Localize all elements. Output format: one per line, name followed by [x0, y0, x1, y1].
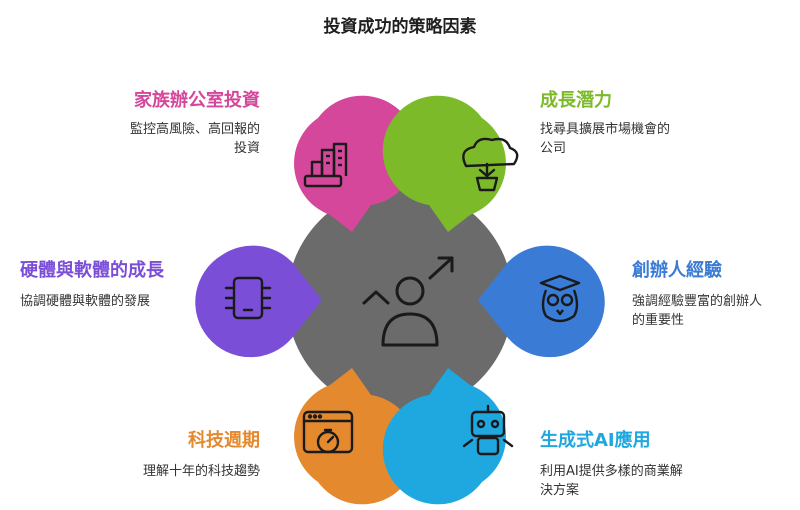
family-office-title: 家族辦公室投資 — [134, 90, 260, 111]
stopwatch-window-icon — [302, 410, 354, 454]
founder-desc-line2: 的重要性 — [632, 313, 685, 328]
page-title: 投資成功的策略因素 — [323, 17, 477, 37]
teardrop-genai — [382, 368, 514, 505]
tech-cycle-desc: 理解十年的科技趨勢 — [143, 462, 260, 481]
genai-desc: 利用AI提供多樣的商業解 決方案 — [540, 462, 683, 500]
person-growth-icon — [362, 256, 454, 347]
family-office-desc-line1: 監控高風險、高回報的 — [129, 122, 260, 137]
founder-desc-line1: 強調經驗豐富的創辦人 — [632, 294, 763, 309]
genai-desc-line1: 利用AI提供多樣的商業解 — [540, 464, 683, 479]
city-buildings-icon — [303, 142, 348, 188]
growth-desc: 找尋具擴展市場機會的 公司 — [540, 120, 670, 158]
bonsai-tree-icon — [462, 137, 519, 192]
family-office-desc-line2: 投資 — [233, 141, 260, 156]
growth-desc-line2: 公司 — [540, 141, 567, 156]
founder-title: 創辦人經驗 — [632, 260, 722, 281]
family-office-desc: 監控高風險、高回報的 投資 — [130, 120, 260, 158]
teardrop-founder — [478, 245, 605, 358]
graduate-owl-icon — [539, 274, 581, 323]
tech-cycle-title: 科技週期 — [188, 430, 260, 451]
microchip-icon — [224, 276, 272, 320]
founder-desc: 強調經驗豐富的創辦人 的重要性 — [632, 292, 762, 330]
growth-title: 成長潛力 — [540, 90, 612, 111]
genai-title: 生成式AI應用 — [540, 430, 651, 451]
tech-cycle-desc-line1: 理解十年的科技趨勢 — [142, 464, 260, 479]
hardware-desc-line1: 協調硬體與軟體的發展 — [20, 294, 151, 309]
hardware-title: 硬體與軟體的成長 — [20, 260, 164, 281]
hardware-desc: 協調硬體與軟體的發展 — [20, 292, 150, 311]
growth-desc-line1: 找尋具擴展市場機會的 — [540, 122, 671, 137]
teardrop-hardware — [195, 245, 322, 358]
robot-icon — [462, 404, 514, 456]
teardrop-tech-cycle — [294, 368, 418, 505]
teardrop-growth — [382, 95, 519, 232]
teardrop-family-office — [294, 95, 418, 233]
genai-desc-line2: 決方案 — [540, 483, 580, 498]
